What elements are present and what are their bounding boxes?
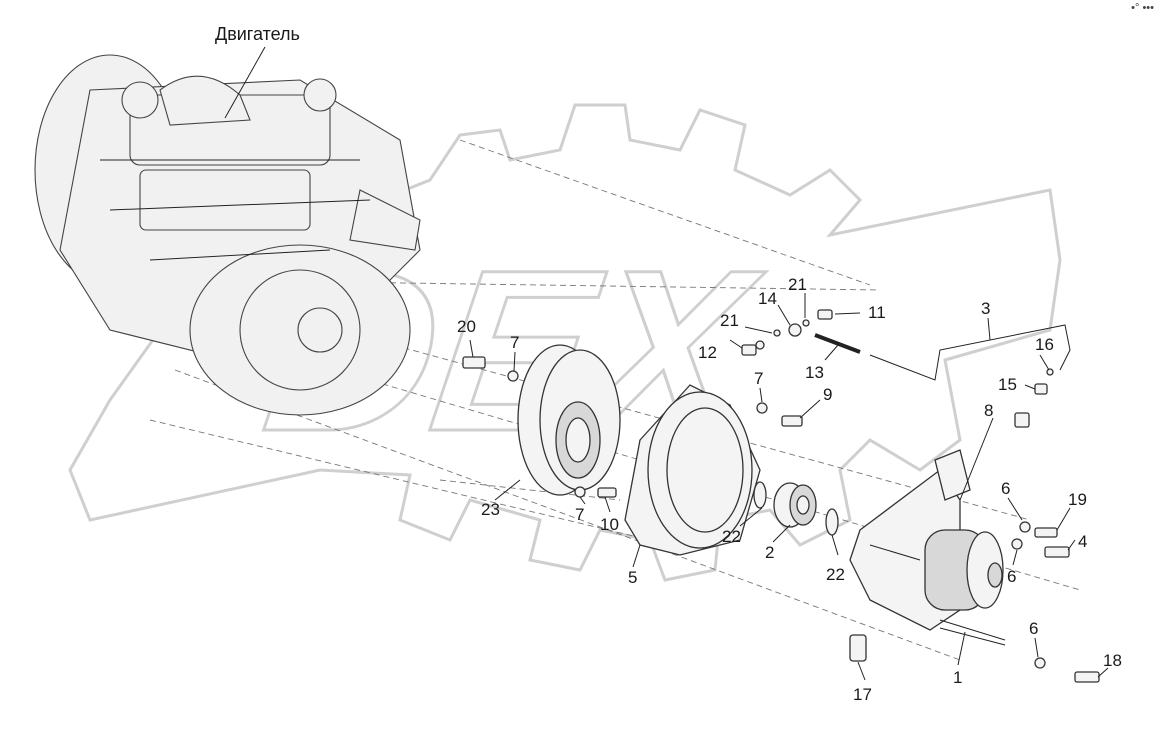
callout-23: 23 xyxy=(481,500,500,519)
callout-22: 22 xyxy=(722,527,741,546)
part-23-flywheel xyxy=(517,344,621,496)
callout-13: 13 xyxy=(805,363,824,382)
callout-6: 6 xyxy=(1007,567,1016,586)
callout-21: 21 xyxy=(720,311,739,330)
leader-lines xyxy=(224,46,1109,681)
callout-2: 2 xyxy=(765,543,774,562)
menu-dots-icon[interactable]: •° ••• xyxy=(1131,2,1154,14)
callout-5: 5 xyxy=(628,568,637,587)
callout-15: 15 xyxy=(998,375,1017,394)
part-22-snap-ring-left xyxy=(753,481,767,509)
part-22-snap-ring-right xyxy=(825,508,839,536)
callout-6: 6 xyxy=(1029,619,1038,638)
part-3-pipe xyxy=(869,324,1071,381)
callout-8: 8 xyxy=(984,401,993,420)
callout-7: 7 xyxy=(510,333,519,352)
callout-18: 18 xyxy=(1103,651,1122,670)
callout-20: 20 xyxy=(457,317,476,336)
callout-19: 19 xyxy=(1068,490,1087,509)
callout-7: 7 xyxy=(575,505,584,524)
engine-label: Двигатель xyxy=(215,24,300,44)
part-5-clutch-housing xyxy=(624,384,761,556)
callout-21: 21 xyxy=(788,275,807,294)
callout-17: 17 xyxy=(853,685,872,704)
part-1-clutch-assembly xyxy=(849,449,1006,646)
engine-assembly xyxy=(34,54,421,416)
callout-4: 4 xyxy=(1078,532,1087,551)
callout-9: 9 xyxy=(823,385,832,404)
callout-7: 7 xyxy=(754,369,763,388)
fasteners xyxy=(462,309,1100,683)
callout-10: 10 xyxy=(600,515,619,534)
callout-6: 6 xyxy=(1001,479,1010,498)
callout-14: 14 xyxy=(758,289,777,308)
callout-1: 1 xyxy=(953,668,962,687)
callout-16: 16 xyxy=(1035,335,1054,354)
callout-22: 22 xyxy=(826,565,845,584)
part-2-release-bearing xyxy=(773,482,817,528)
callout-11: 11 xyxy=(868,303,886,322)
callout-12: 12 xyxy=(698,343,717,362)
callout-3: 3 xyxy=(981,299,990,318)
part-13-spring xyxy=(814,333,861,354)
